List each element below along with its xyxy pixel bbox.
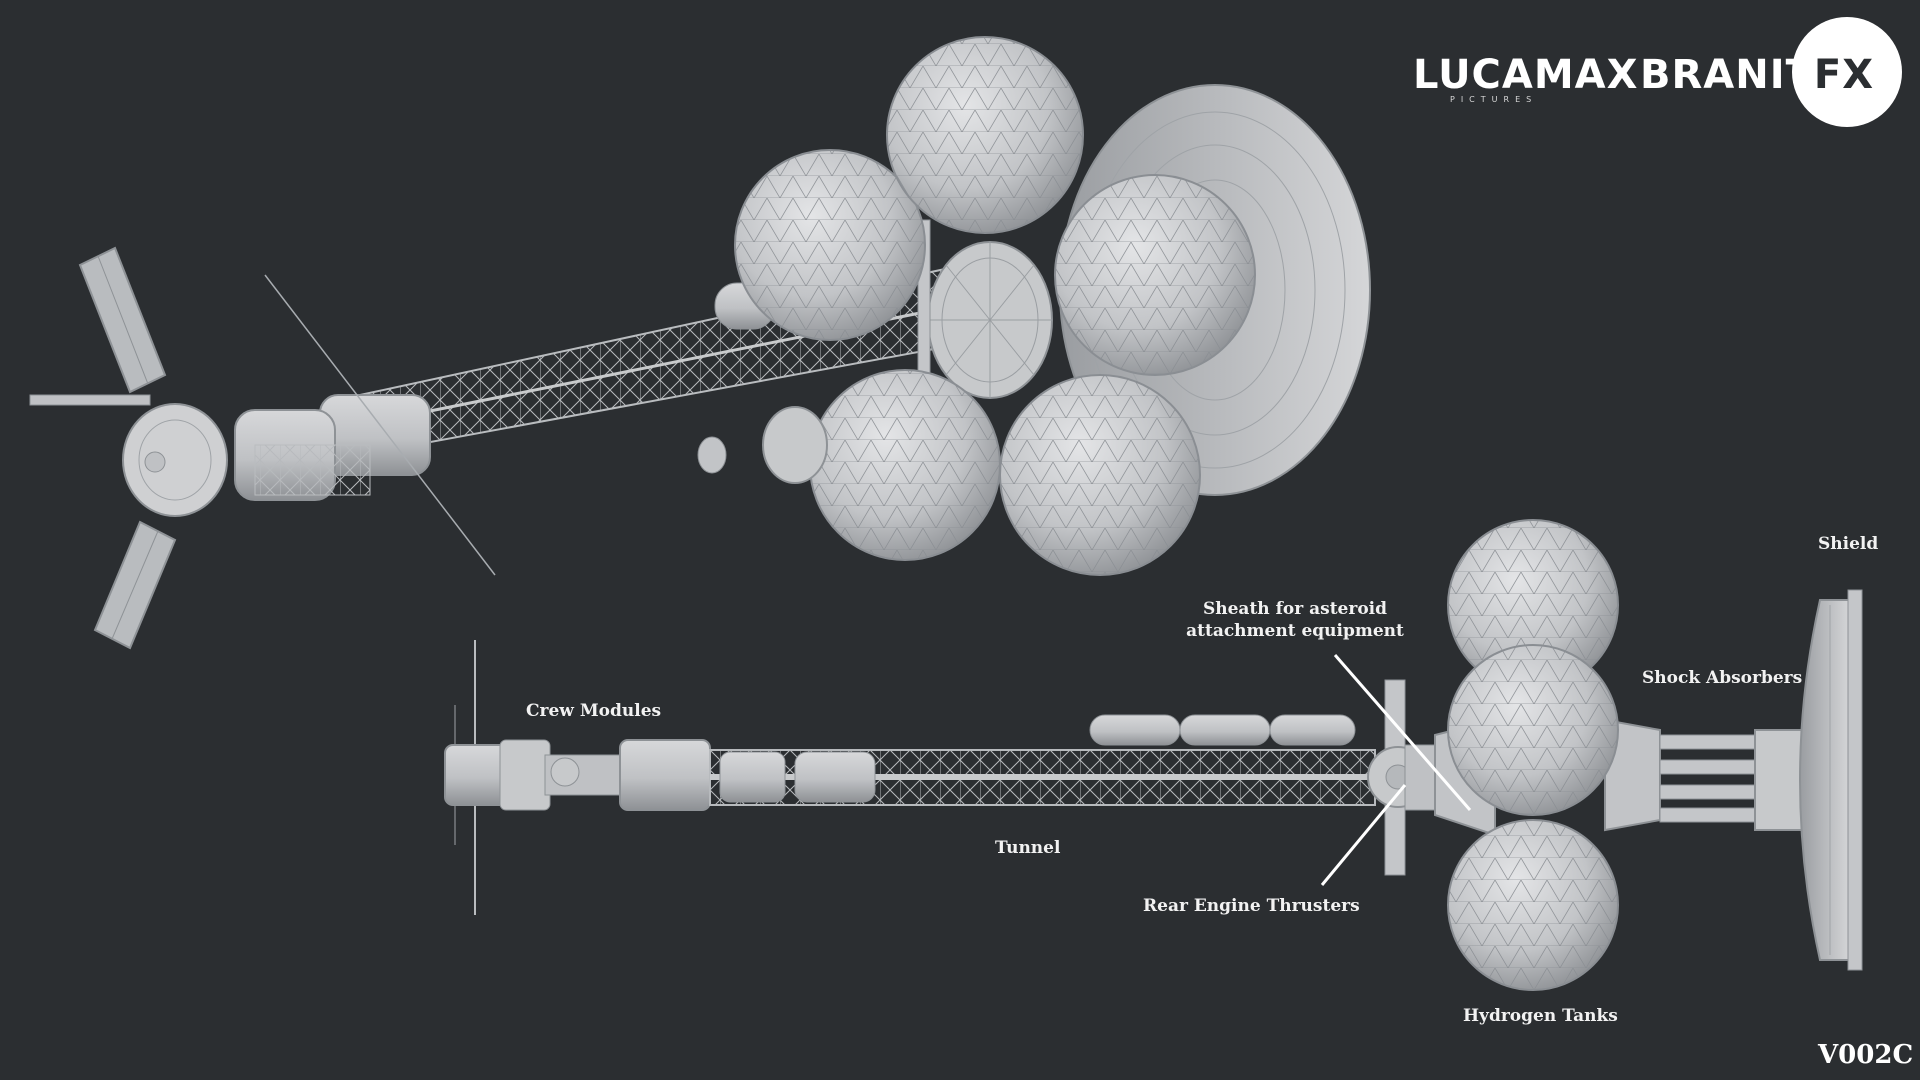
branitfx-logo: BRANITFX — [1640, 52, 1874, 98]
side-view — [444, 519, 1863, 991]
label-shock-absorbers: Shock Absorbers — [1642, 668, 1803, 688]
leader-lines — [1320, 654, 1472, 886]
antenna-dish-perspective — [697, 406, 828, 484]
label-rear-engine-thrusters: Rear Engine Thrusters — [1143, 896, 1360, 916]
label-sheath-line1: Sheath for asteroid — [1202, 599, 1388, 619]
lucamax-logo: LUCAMAX — [1413, 52, 1639, 98]
branitfx-logo-badge — [1792, 17, 1902, 127]
perspective-view — [29, 36, 1371, 650]
crew-section-perspective — [29, 394, 431, 517]
version-code: V002C — [1818, 1040, 1914, 1070]
hydrogen-spheres-side — [1447, 519, 1619, 991]
tunnel-truss-side — [709, 749, 1376, 806]
label-sheath: Sheath for asteroid attachment equipment — [1180, 598, 1410, 642]
rear-engine-thruster-assembly — [1367, 679, 1436, 876]
hydrogen-spheres-perspective — [734, 36, 1256, 576]
label-shield: Shield — [1818, 534, 1879, 554]
fuel-pods-side — [1089, 714, 1356, 746]
label-crew-modules: Crew Modules — [526, 701, 662, 721]
crew-modules-side — [444, 739, 711, 811]
thruster-leader-line — [1320, 784, 1407, 886]
branitfx-logo-accent: FX — [1813, 52, 1875, 98]
lucamax-logo-subtitle: PICTURES — [1450, 95, 1538, 104]
label-tunnel: Tunnel — [995, 838, 1061, 858]
label-hydrogen-tanks: Hydrogen Tanks — [1463, 1006, 1618, 1026]
sheath-leader-line — [1333, 654, 1472, 811]
branitfx-logo-main: BRANIT — [1640, 52, 1814, 98]
label-sheath-line2: attachment equipment — [1186, 621, 1404, 641]
shield-side — [1799, 589, 1863, 971]
shock-absorbers-side — [1659, 729, 1806, 831]
solar-panels-perspective — [78, 246, 496, 650]
